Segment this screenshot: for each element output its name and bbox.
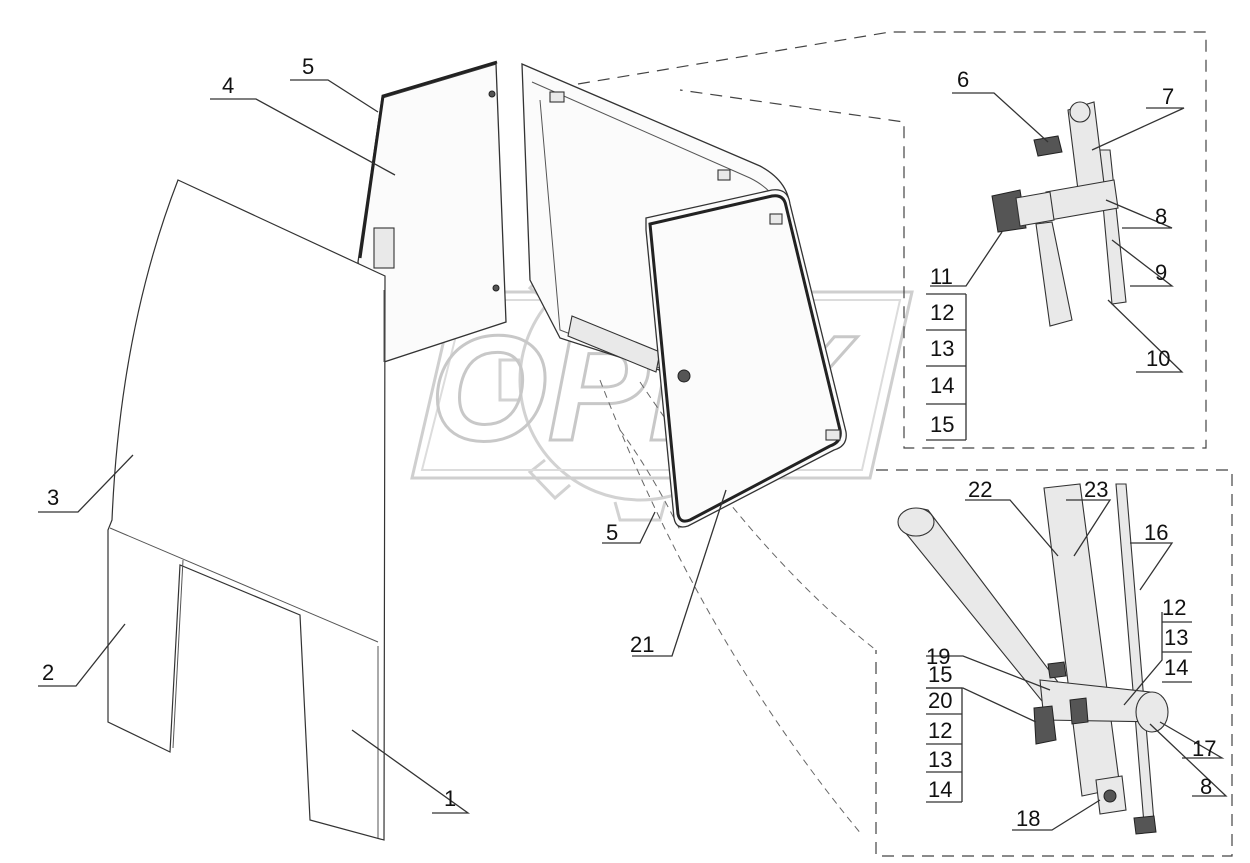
door-bracket-top xyxy=(549,91,565,103)
callout-5-top: 5 xyxy=(302,54,314,79)
tube-end xyxy=(897,507,935,537)
callout-labels: 1 2 3 4 5 5 21 6 7 8 9 10 22 23 16 19 17… xyxy=(42,54,1216,831)
detail-top-lifter xyxy=(991,101,1127,327)
rear-door-frame-4 xyxy=(357,60,507,363)
callout-16: 16 xyxy=(1144,520,1168,545)
stack-top-item: 11 xyxy=(930,264,953,289)
leader-dash-1 xyxy=(639,381,877,651)
door-seal-5 xyxy=(358,60,498,259)
stack-top-item: 13 xyxy=(930,336,954,361)
callout-17: 17 xyxy=(1192,736,1216,761)
window-glass-21 xyxy=(645,189,847,528)
stack-top-item: 14 xyxy=(930,373,954,398)
stack-bottom-right-item: 14 xyxy=(1164,655,1188,680)
detail-bottom-lifter xyxy=(897,483,1169,835)
stack-bottom-left-item: 20 xyxy=(928,688,952,713)
lifter-arm xyxy=(1035,221,1073,327)
leader-dash-2 xyxy=(599,379,863,836)
callout-1: 1 xyxy=(444,786,456,811)
stack-top-item: 12 xyxy=(930,300,954,325)
fastener-15 xyxy=(1033,705,1057,745)
stack-bottom-left-item: 13 xyxy=(928,747,952,772)
callout-23: 23 xyxy=(1084,477,1108,502)
callout-2: 2 xyxy=(42,660,54,685)
stack-bottom-left: 15 20 12 13 14 xyxy=(926,662,963,803)
side-panel-3 xyxy=(107,179,386,841)
detail-frame-bottom xyxy=(875,469,1233,857)
window-lifter-rail xyxy=(567,315,661,373)
stack-bottom-left-item: 15 xyxy=(928,662,952,687)
callout-4: 4 xyxy=(222,73,234,98)
door-bracket-mid xyxy=(717,169,731,181)
stack-bottom-right-item: 13 xyxy=(1164,625,1188,650)
stack-bottom-right: 12 13 14 xyxy=(1162,595,1192,683)
bracket-hole xyxy=(1069,101,1091,123)
callout-10: 10 xyxy=(1146,346,1170,371)
callout-9: 9 xyxy=(1155,260,1167,285)
stack-top: 11 12 13 14 15 xyxy=(926,264,967,441)
callout-8-top: 8 xyxy=(1155,204,1167,229)
callout-8-bottom: 8 xyxy=(1200,774,1212,799)
guide-rail-22 xyxy=(1043,483,1121,797)
callout-3: 3 xyxy=(47,485,59,510)
callout-21: 21 xyxy=(630,632,654,657)
callout-22: 22 xyxy=(968,477,992,502)
callout-18: 18 xyxy=(1016,806,1040,831)
leader-lines xyxy=(38,79,1228,831)
callout-7: 7 xyxy=(1162,84,1174,109)
stack-bottom-right-item: 12 xyxy=(1162,595,1186,620)
door-hinge xyxy=(373,227,395,269)
callout-5-bottom: 5 xyxy=(606,520,618,545)
callout-19: 19 xyxy=(926,644,950,669)
stack-top-item: 15 xyxy=(930,412,954,437)
stack-bottom-left-item: 14 xyxy=(928,777,952,802)
detail-frames xyxy=(577,31,1233,857)
stack-bottom-left-item: 12 xyxy=(928,718,952,743)
lifter-tube xyxy=(899,508,1065,707)
callout-6: 6 xyxy=(957,67,969,92)
leader-dash-3 xyxy=(619,429,681,531)
detail-frame-top xyxy=(577,31,1207,449)
bolt-6 xyxy=(1033,135,1063,157)
bolt-19 xyxy=(1047,661,1067,679)
